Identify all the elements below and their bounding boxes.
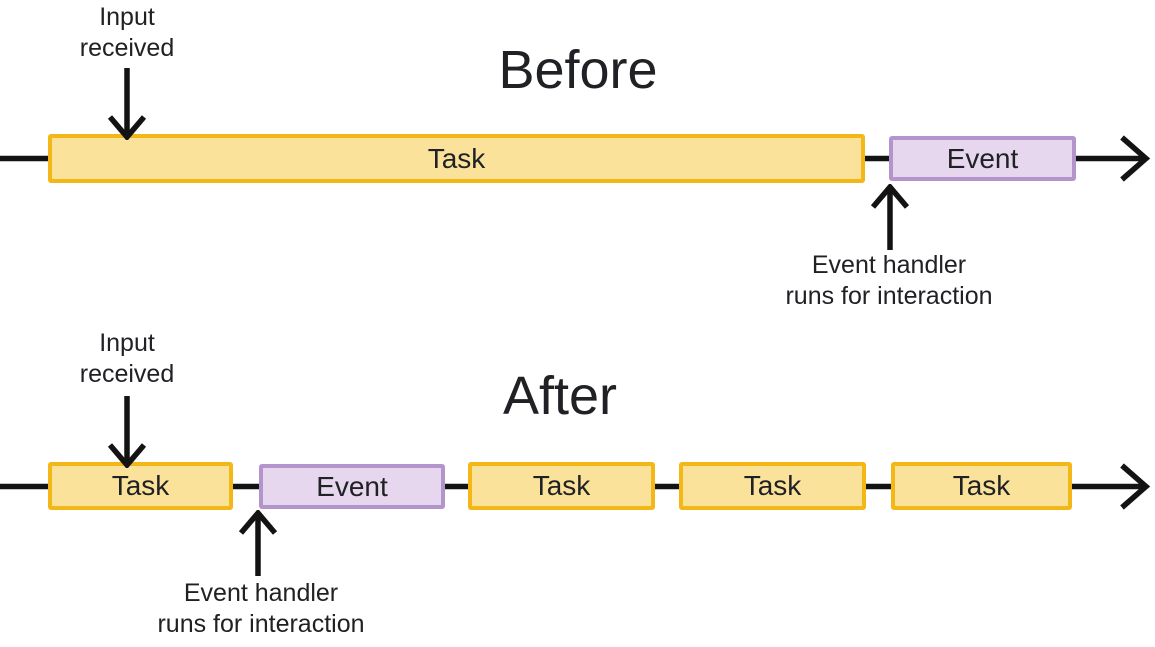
before-event-handler-annotation: Event handler runs for interaction [785,251,993,310]
before-input-arrow-down-icon [107,68,147,140]
after-task-label-2: Task [532,470,591,501]
after-task-label-1: Task [111,470,170,501]
after-task-box-2: Task [468,462,655,510]
after-event-box: Event [259,464,445,509]
before-event-handler-arrow-up-icon [870,184,910,250]
after-event-handler-arrow-up-icon [238,510,278,576]
before-input-received-annotation: Input received [79,3,175,62]
after-section-title: After [502,366,618,426]
after-task-label-3: Task [743,470,802,501]
after-event-handler-annotation: Event handler runs for interaction [157,579,365,638]
after-task-box-4: Task [891,462,1072,510]
after-event-label: Event [316,470,388,502]
before-event-box: Event [889,136,1076,181]
before-section-title: Before [498,40,658,100]
after-input-arrow-down-icon [107,396,147,468]
after-task-box-3: Task [679,462,866,510]
after-task-label-4: Task [952,470,1011,501]
after-input-received-annotation: Input received [79,329,175,388]
before-task-box: Task [48,134,865,183]
before-event-label: Event [946,142,1019,174]
before-task-label: Task [427,142,486,174]
after-task-box-1: Task [48,462,233,510]
